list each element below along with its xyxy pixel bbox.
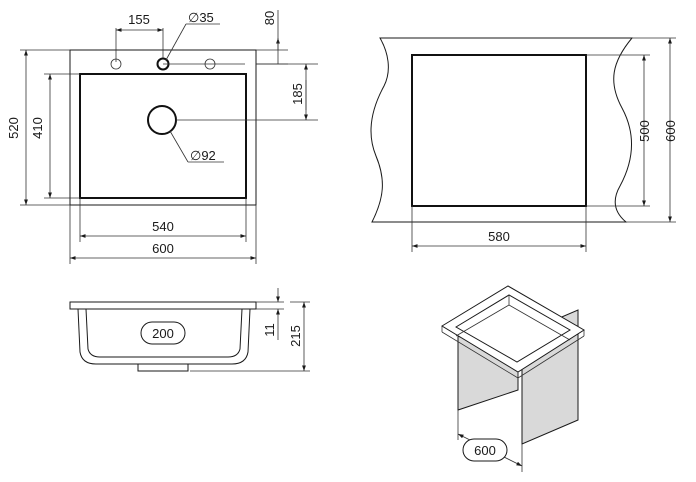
- cutout-rect: [411, 54, 587, 207]
- dim-label-600: 600: [152, 241, 174, 256]
- dim-label-520: 520: [6, 117, 21, 139]
- dim-label-215: 215: [288, 325, 303, 347]
- dim-label-d35: ∅35: [188, 10, 214, 25]
- dim-label-600-cabinet: 600: [663, 120, 678, 142]
- section-rim: [69, 301, 257, 310]
- dim-label-600-cab: 600: [474, 443, 496, 458]
- top-view: 155 ∅35 80 185 520 410 ∅92 540: [6, 10, 318, 264]
- section-inner-bowl: [85, 308, 243, 358]
- cabinet-view: 600: [441, 285, 585, 472]
- dim-label-d92: ∅92: [190, 148, 216, 163]
- dim-label-540: 540: [152, 219, 174, 234]
- cabinet-top-inner: [455, 294, 571, 363]
- cutout-view: 500 600 580: [370, 37, 678, 252]
- dim-label-185: 185: [290, 83, 305, 105]
- bowl-outline: [79, 73, 247, 199]
- dim-label-200: 200: [152, 326, 174, 341]
- cabinet-label-box: [462, 438, 508, 462]
- dim-label-155: 155: [128, 12, 150, 27]
- countertop-outline: [370, 37, 634, 223]
- dim-label-580: 580: [488, 229, 510, 244]
- section-view: 200 11 215: [69, 288, 310, 372]
- dim-label-11: 11: [262, 323, 277, 337]
- drain-hole: [147, 105, 177, 135]
- dim-label-500: 500: [637, 120, 652, 142]
- dim-label-80: 80: [262, 11, 277, 25]
- drain-label-box: [140, 321, 186, 345]
- dim-label-410: 410: [30, 117, 45, 139]
- drain-pipe: [137, 363, 189, 372]
